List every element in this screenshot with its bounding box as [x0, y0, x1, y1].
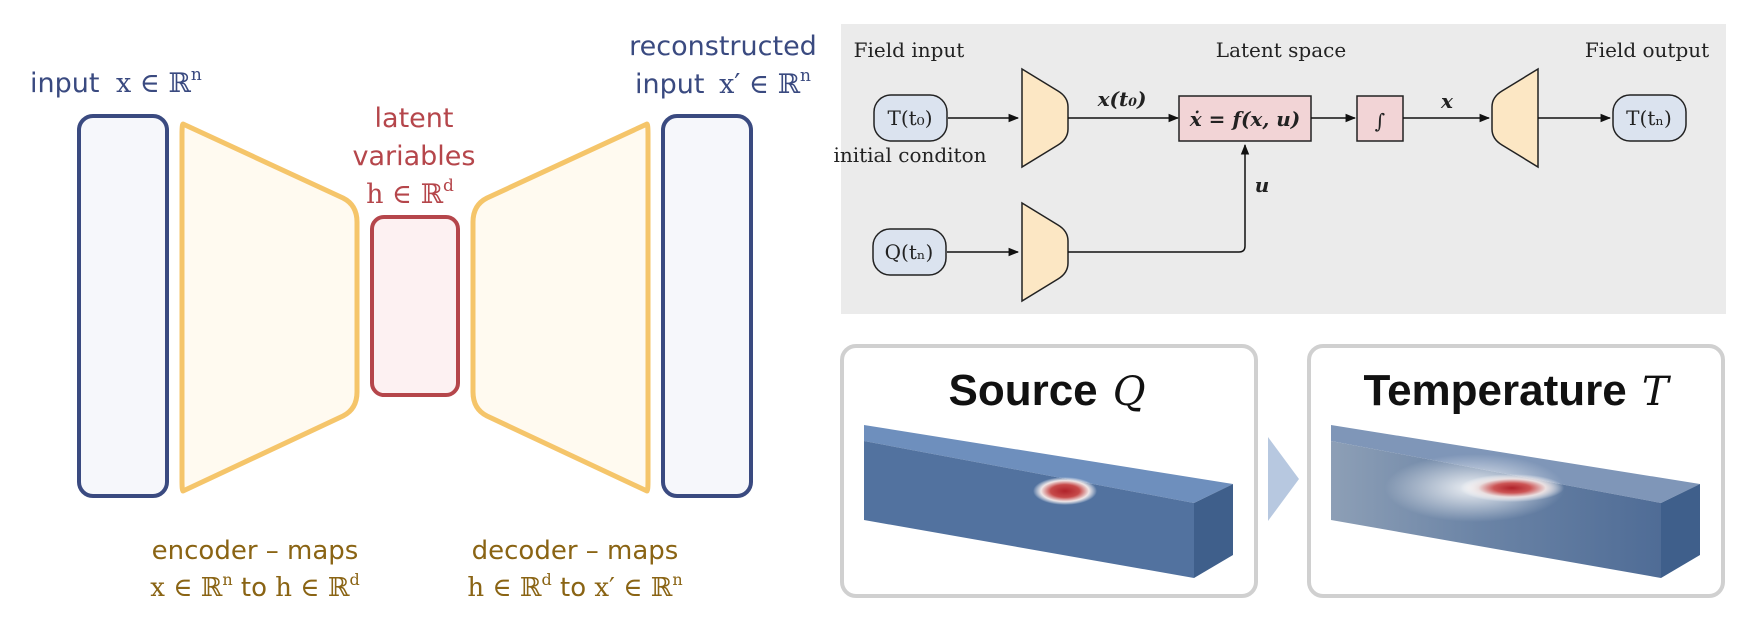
temperature-block-side: [1661, 484, 1700, 578]
decoder-top-shape: [1491, 67, 1539, 169]
encoder-bottom-shape: [1021, 201, 1069, 303]
latent-label-line1: latent: [375, 103, 454, 134]
flow-background: [841, 24, 1726, 314]
node-T-t0: [873, 94, 948, 142]
node-Q-tn-label: Q(tₙ): [885, 240, 934, 264]
equation-label: ẋ = f(x, u): [1189, 107, 1301, 131]
edge-u: [1068, 143, 1250, 253]
encoder-caption-line1: encoder – maps: [152, 536, 359, 566]
source-block-top: [864, 425, 1233, 503]
source-block-side: [1194, 484, 1233, 578]
encoder-trapezoid: [179, 121, 360, 494]
reconstructed-label-line1: reconstructed: [629, 31, 817, 62]
latent-label-math: h ∈ ℝd: [366, 176, 454, 210]
latent-space-label: Latent space: [1216, 38, 1346, 62]
decoder-caption-line2: h ∈ ℝd to x′ ∈ ℝn: [467, 570, 682, 603]
input-layer-box: [77, 114, 169, 498]
field-output-label: Field output: [1585, 38, 1709, 62]
edge-u-label: u: [1255, 173, 1270, 197]
reconstructed-label-line2: input x′ ∈ ℝn: [635, 66, 811, 100]
temperature-panel: Temperature T: [1307, 344, 1725, 598]
node-Q-tn: [872, 228, 947, 276]
encoder-caption-line2: x ∈ ℝn to h ∈ ℝd: [150, 570, 359, 603]
latent-flow-diagram: Field input Latent space Field output T(…: [833, 24, 1726, 314]
source-block-front: [864, 441, 1194, 578]
latent-label-line2: variables: [353, 141, 476, 172]
output-layer-box: [661, 114, 753, 498]
temperature-hotspot: [1460, 474, 1564, 502]
latent-layer-box: [370, 215, 460, 397]
integral-label: ∫: [1375, 109, 1385, 133]
source-panel-title: Source Q: [948, 366, 1145, 415]
edge-x-t0-label: x(t₀): [1097, 87, 1147, 111]
node-T-tn: [1612, 94, 1687, 142]
input-label: input x ∈ ℝn: [30, 65, 202, 99]
autoencoder-diagram: input x ∈ ℝn latent variables h ∈ ℝd rec…: [30, 31, 817, 603]
field-input-label: Field input: [854, 38, 965, 62]
decoder-caption-line1: decoder – maps: [472, 536, 679, 566]
decoder-trapezoid: [470, 121, 651, 494]
encoder-top-shape: [1021, 67, 1069, 169]
transition-arrow: [1268, 437, 1299, 521]
node-T-tn-label: T(tₙ): [1626, 106, 1672, 130]
source-hotspot: [1033, 477, 1097, 505]
initial-condition-label: initial conditon: [833, 143, 986, 167]
edge-x-label: x: [1440, 89, 1454, 113]
temperature-panel-title: Temperature T: [1363, 366, 1671, 415]
node-T-t0-label: T(t₀): [888, 106, 933, 130]
source-panel: Source Q: [840, 344, 1258, 598]
